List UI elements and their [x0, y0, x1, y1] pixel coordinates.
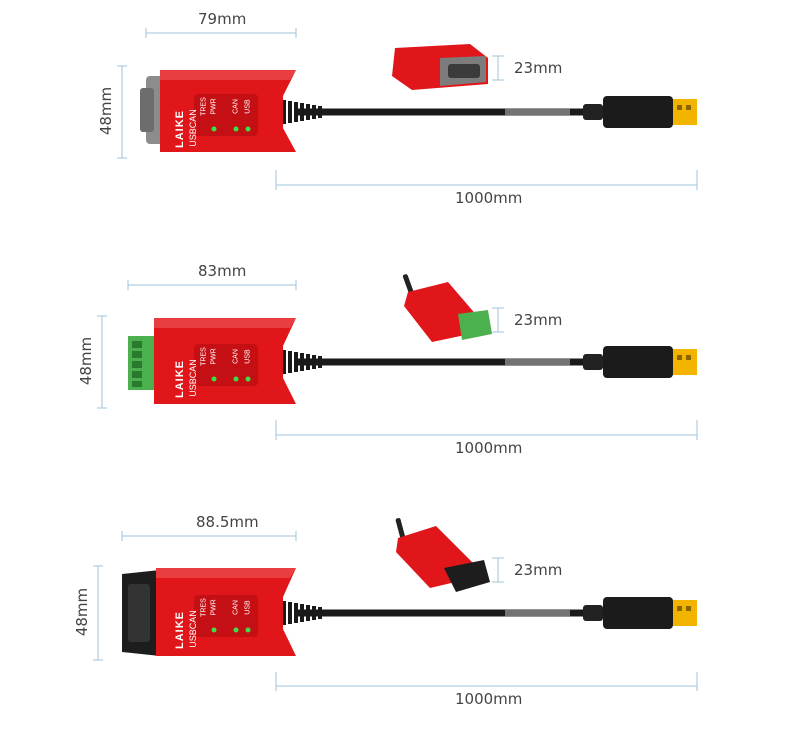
- dimension-lines: [97, 280, 698, 440]
- width-dimension-label: 88.5mm: [196, 513, 259, 531]
- brand-logo: LAIKE: [174, 611, 186, 649]
- obd-connector: [122, 570, 160, 656]
- width-dimension-label: 79mm: [198, 10, 247, 28]
- thickness-dimension-label: 23mm: [514, 561, 563, 579]
- product-illustration: [117, 28, 698, 190]
- height-dimension-label: 48mm: [77, 336, 96, 386]
- status-leds: [211, 126, 251, 132]
- usb-plug: [583, 346, 697, 378]
- model-label: USBCAN: [188, 359, 198, 397]
- usb-plug: [583, 96, 697, 128]
- led-label-tres: TRES: [200, 598, 208, 617]
- led-label-pwr: PWR: [210, 599, 218, 616]
- height-dimension-label: 48mm: [73, 587, 92, 637]
- strain-relief: [282, 100, 322, 124]
- status-leds: [211, 627, 251, 633]
- led-label-pwr: PWR: [210, 98, 218, 115]
- product-obd: LAIKE USBCAN TRES PWR CAN USB 88.5mm 48m…: [0, 500, 791, 745]
- product-terminal: LAIKE USBCAN TRES PWR CAN USB 83mm 48mm …: [0, 250, 791, 495]
- cable-highlight: [505, 358, 570, 366]
- device-thumbnail: [395, 518, 490, 592]
- thickness-dimension-label: 23mm: [514, 59, 563, 77]
- cable-length-label: 1000mm: [455, 189, 523, 207]
- brand-logo: LAIKE: [174, 360, 186, 398]
- usb-plug: [583, 597, 697, 629]
- product-illustration: [93, 518, 698, 691]
- cable-highlight: [505, 609, 570, 617]
- led-label-usb: USB: [244, 99, 252, 114]
- product-illustration: [97, 274, 698, 440]
- height-dimension-label: 48mm: [97, 86, 116, 136]
- led-label-usb: USB: [244, 600, 252, 615]
- strain-relief: [282, 350, 322, 374]
- status-leds: [211, 376, 251, 382]
- device-thumbnail: [392, 44, 488, 90]
- led-label-can: CAN: [232, 349, 240, 364]
- model-label: USBCAN: [188, 610, 198, 648]
- led-label-can: CAN: [232, 99, 240, 114]
- led-label-pwr: PWR: [210, 348, 218, 365]
- led-label-usb: USB: [244, 349, 252, 364]
- device-thumbnail: [402, 274, 492, 342]
- led-label-can: CAN: [232, 600, 240, 615]
- cable-length-label: 1000mm: [455, 690, 523, 708]
- led-label-tres: TRES: [200, 97, 208, 116]
- width-dimension-label: 83mm: [198, 262, 247, 280]
- dimension-lines: [117, 28, 698, 190]
- strain-relief: [282, 601, 322, 625]
- led-label-tres: TRES: [200, 347, 208, 366]
- model-label: USBCAN: [188, 109, 198, 147]
- cable-length-label: 1000mm: [455, 439, 523, 457]
- brand-logo: LAIKE: [174, 110, 186, 148]
- thickness-dimension-label: 23mm: [514, 311, 563, 329]
- terminal-block-connector: [128, 336, 156, 390]
- product-db9: LAIKE USBCAN TRES PWR CAN USB 79mm 48mm …: [0, 0, 791, 245]
- dimension-lines: [93, 531, 698, 691]
- cable-highlight: [505, 108, 570, 116]
